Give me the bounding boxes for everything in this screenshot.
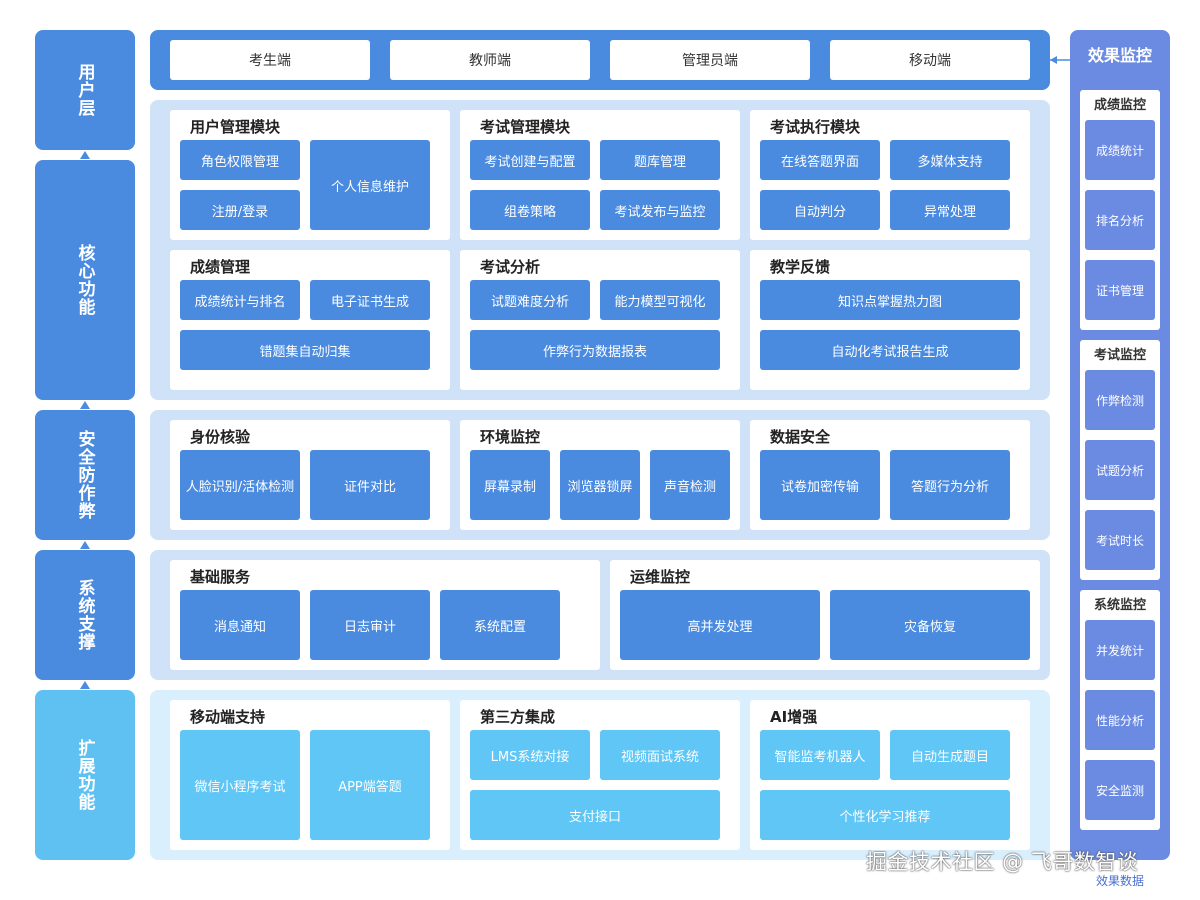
btn-exam-publish[interactable]: 考试发布与监控 — [600, 190, 720, 230]
btn-auto-questions[interactable]: 自动生成题目 — [890, 730, 1010, 780]
card-title: 数据安全 — [770, 428, 831, 446]
btn-difficulty[interactable]: 试题难度分析 — [470, 280, 590, 320]
btn-ability-model[interactable]: 能力模型可视化 — [600, 280, 720, 320]
card-title: 考试执行模块 — [770, 118, 861, 136]
btn-browser-lock[interactable]: 浏览器锁屏 — [560, 450, 640, 520]
btn-cheating-report[interactable]: 作弊行为数据报表 — [470, 330, 720, 370]
tab-mobile[interactable]: 移动端 — [830, 40, 1030, 80]
monitor-btn-certificate[interactable]: 证书管理 — [1085, 260, 1155, 320]
card-title: 移动端支持 — [190, 708, 266, 726]
monitor-btn-concurrency[interactable]: 并发统计 — [1085, 620, 1155, 680]
layer-label-extension: 扩展功能 — [35, 690, 135, 860]
btn-profile[interactable]: 个人信息维护 — [310, 140, 430, 230]
arrow-up-icon — [80, 681, 90, 689]
btn-lms[interactable]: LMS系统对接 — [470, 730, 590, 780]
layer-label-security: 安全防作弊 — [35, 410, 135, 540]
btn-auto-grading[interactable]: 自动判分 — [760, 190, 880, 230]
btn-personalized[interactable]: 个性化学习推荐 — [760, 790, 1010, 840]
btn-wechat-miniprogram[interactable]: 微信小程序考试 — [180, 730, 300, 840]
monitor-btn-cheat-detect[interactable]: 作弊检测 — [1085, 370, 1155, 430]
layer-label-core: 核心功能 — [35, 160, 135, 400]
btn-online-answer[interactable]: 在线答题界面 — [760, 140, 880, 180]
btn-question-bank[interactable]: 题库管理 — [600, 140, 720, 180]
btn-system-config[interactable]: 系统配置 — [440, 590, 560, 660]
monitor-btn-performance[interactable]: 性能分析 — [1085, 690, 1155, 750]
btn-app-answer[interactable]: APP端答题 — [310, 730, 430, 840]
card-title: 用户管理模块 — [190, 118, 281, 136]
card-title: 环境监控 — [480, 428, 541, 446]
card-title: AI增强 — [770, 708, 818, 726]
arrow-up-icon — [80, 401, 90, 409]
btn-video-interview[interactable]: 视频面试系统 — [600, 730, 720, 780]
btn-score-ranking[interactable]: 成绩统计与排名 — [180, 280, 300, 320]
btn-payment[interactable]: 支付接口 — [470, 790, 720, 840]
btn-role-permission[interactable]: 角色权限管理 — [180, 140, 300, 180]
watermark: 掘金技术社区 @ 飞哥数智谈 — [866, 850, 1139, 874]
btn-register-login[interactable]: 注册/登录 — [180, 190, 300, 230]
btn-wrong-questions[interactable]: 错题集自动归集 — [180, 330, 430, 370]
arrow-up-icon — [80, 541, 90, 549]
btn-exam-create[interactable]: 考试创建与配置 — [470, 140, 590, 180]
btn-heatmap[interactable]: 知识点掌握热力图 — [760, 280, 1020, 320]
btn-sound-detect[interactable]: 声音检测 — [650, 450, 730, 520]
tab-teacher[interactable]: 教师端 — [390, 40, 590, 80]
btn-disaster-recovery[interactable]: 灾备恢复 — [830, 590, 1030, 660]
monitor-btn-exam-duration[interactable]: 考试时长 — [1085, 510, 1155, 570]
btn-high-concurrency[interactable]: 高并发处理 — [620, 590, 820, 660]
tab-student[interactable]: 考生端 — [170, 40, 370, 80]
monitor-btn-score-stats[interactable]: 成绩统计 — [1085, 120, 1155, 180]
btn-id-compare[interactable]: 证件对比 — [310, 450, 430, 520]
btn-multimedia[interactable]: 多媒体支持 — [890, 140, 1010, 180]
layer-label-user: 用户层 — [35, 30, 135, 150]
btn-paper-strategy[interactable]: 组卷策略 — [470, 190, 590, 230]
arrow-up-icon — [80, 151, 90, 159]
monitor-btn-security[interactable]: 安全监测 — [1085, 760, 1155, 820]
btn-encrypt-transfer[interactable]: 试卷加密传输 — [760, 450, 880, 520]
card-title: 第三方集成 — [480, 708, 556, 726]
monitor-title: 效果监控 — [1087, 46, 1152, 65]
monitor-group-title: 考试监控 — [1093, 348, 1146, 363]
btn-notification[interactable]: 消息通知 — [180, 590, 300, 660]
btn-screen-record[interactable]: 屏幕录制 — [470, 450, 550, 520]
monitor-group-title: 系统监控 — [1093, 598, 1146, 613]
card-title: 成绩管理 — [190, 258, 251, 276]
tab-admin[interactable]: 管理员端 — [610, 40, 810, 80]
btn-ai-proctor[interactable]: 智能监考机器人 — [760, 730, 880, 780]
btn-certificate[interactable]: 电子证书生成 — [310, 280, 430, 320]
btn-face-recognition[interactable]: 人脸识别/活体检测 — [180, 450, 300, 520]
monitor-btn-question-analysis[interactable]: 试题分析 — [1085, 440, 1155, 500]
btn-log-audit[interactable]: 日志审计 — [310, 590, 430, 660]
btn-auto-report[interactable]: 自动化考试报告生成 — [760, 330, 1020, 370]
layer-label-system: 系统支撑 — [35, 550, 135, 680]
card-title: 考试管理模块 — [480, 118, 571, 136]
monitor-group-title: 成绩监控 — [1093, 98, 1146, 113]
card-title: 基础服务 — [190, 568, 251, 586]
monitor-btn-ranking[interactable]: 排名分析 — [1085, 190, 1155, 250]
connector-arrow-icon — [1050, 56, 1070, 64]
btn-behavior-analysis[interactable]: 答题行为分析 — [890, 450, 1010, 520]
monitor-footer: 效果数据 — [1095, 874, 1144, 888]
card-title: 运维监控 — [630, 568, 691, 586]
card-title: 考试分析 — [480, 258, 541, 276]
card-title: 身份核验 — [190, 428, 251, 446]
btn-exception[interactable]: 异常处理 — [890, 190, 1010, 230]
card-title: 教学反馈 — [770, 258, 831, 276]
